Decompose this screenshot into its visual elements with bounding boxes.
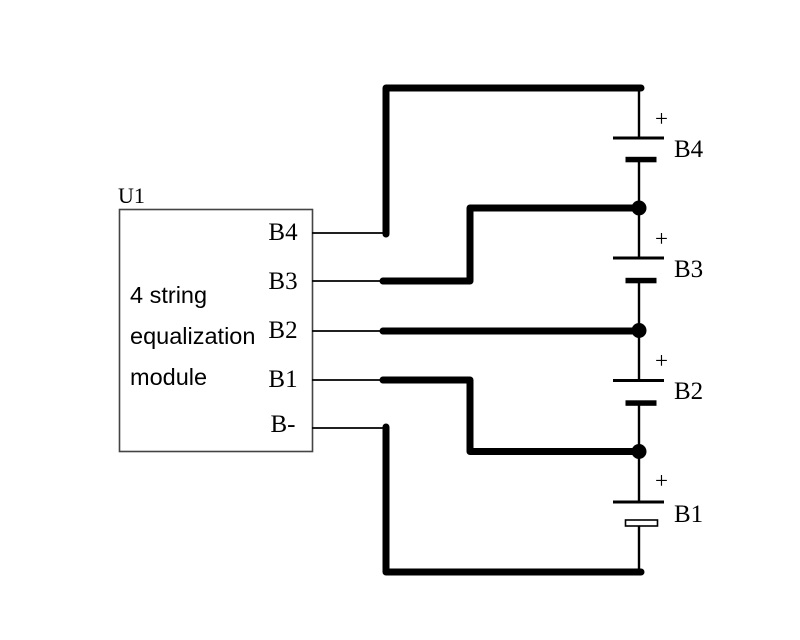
battery-b3: + B3: [613, 226, 703, 284]
ground-wire-bminus: [382, 423, 645, 576]
b3-label: B3: [674, 256, 703, 283]
balance-wire-b1: [379, 376, 637, 455]
module-pin-label-b3: B3: [268, 268, 297, 295]
equalization-module: U1 4 string equalization module B4 B3 B2…: [118, 183, 314, 453]
module-pin-label-b2: B2: [268, 317, 297, 344]
battery-b2: + B2: [613, 348, 703, 406]
junction-dot-b2-b1: [631, 444, 647, 459]
b1-negative-plate: [624, 519, 659, 527]
module-pin-label-b4: B4: [268, 219, 298, 246]
b1-polarity-sign: +: [655, 468, 668, 493]
module-description-line-3: module: [130, 364, 207, 390]
module-description-line-1: 4 string: [130, 282, 207, 308]
module-box: [118, 208, 314, 453]
junction-dot-b3-b2: [631, 323, 647, 338]
b4-polarity-sign: +: [655, 106, 668, 131]
junction-dot-b4-b3: [631, 200, 647, 216]
b1-label: B1: [674, 501, 703, 528]
junction-dots: [631, 200, 647, 459]
balance-wire-b3: [379, 204, 637, 285]
b4-label: B4: [674, 136, 704, 163]
b2-negative-plate: [625, 400, 657, 406]
module-pin-label-bminus: B-: [271, 411, 296, 438]
b2-polarity-sign: +: [655, 348, 668, 373]
balance-wires: [379, 84, 645, 576]
b2-label: B2: [674, 378, 703, 405]
battery-b4: + B4: [613, 106, 704, 163]
pin-stub-wires: [312, 232, 386, 429]
b3-negative-plate: [625, 277, 657, 284]
battery-b1: + B1: [613, 468, 703, 528]
module-description-line-2: equalization: [130, 323, 255, 349]
module-designator-label: U1: [118, 183, 145, 208]
module-pin-label-b1: B1: [268, 366, 297, 393]
balance-wire-b4: [382, 84, 645, 238]
b3-polarity-sign: +: [655, 226, 668, 251]
b4-negative-plate: [625, 156, 657, 163]
